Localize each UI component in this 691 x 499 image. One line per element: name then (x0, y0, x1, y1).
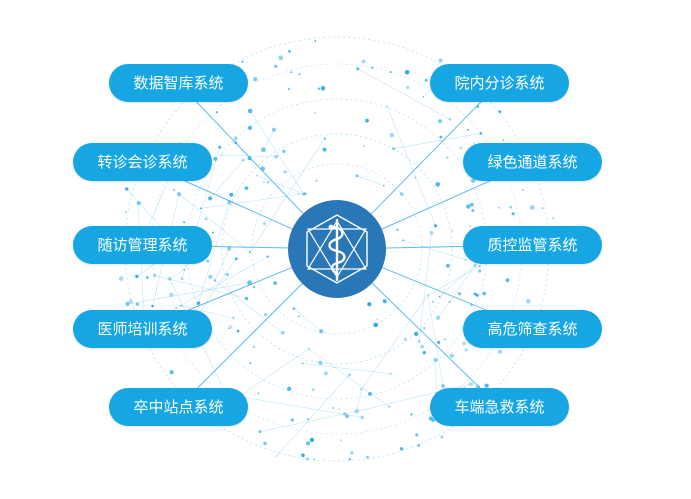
caduceus-icon (306, 214, 368, 284)
node-data-warehouse[interactable]: 数据智库系统 (109, 64, 248, 102)
node-doctor-training[interactable]: 医师培训系统 (73, 310, 212, 348)
center-hub (288, 200, 386, 298)
node-vehicle-emergency[interactable]: 车端急救系统 (430, 388, 569, 426)
node-risk-screening[interactable]: 高危筛查系统 (463, 310, 602, 348)
node-quality-control[interactable]: 质控监管系统 (463, 226, 602, 264)
node-green-channel[interactable]: 绿色通道系统 (463, 143, 602, 181)
node-stroke-station[interactable]: 卒中站点系统 (109, 388, 248, 426)
node-referral-consult[interactable]: 转诊会诊系统 (73, 143, 212, 181)
node-follow-up[interactable]: 随访管理系统 (73, 226, 212, 264)
node-triage[interactable]: 院内分诊系统 (430, 64, 569, 102)
